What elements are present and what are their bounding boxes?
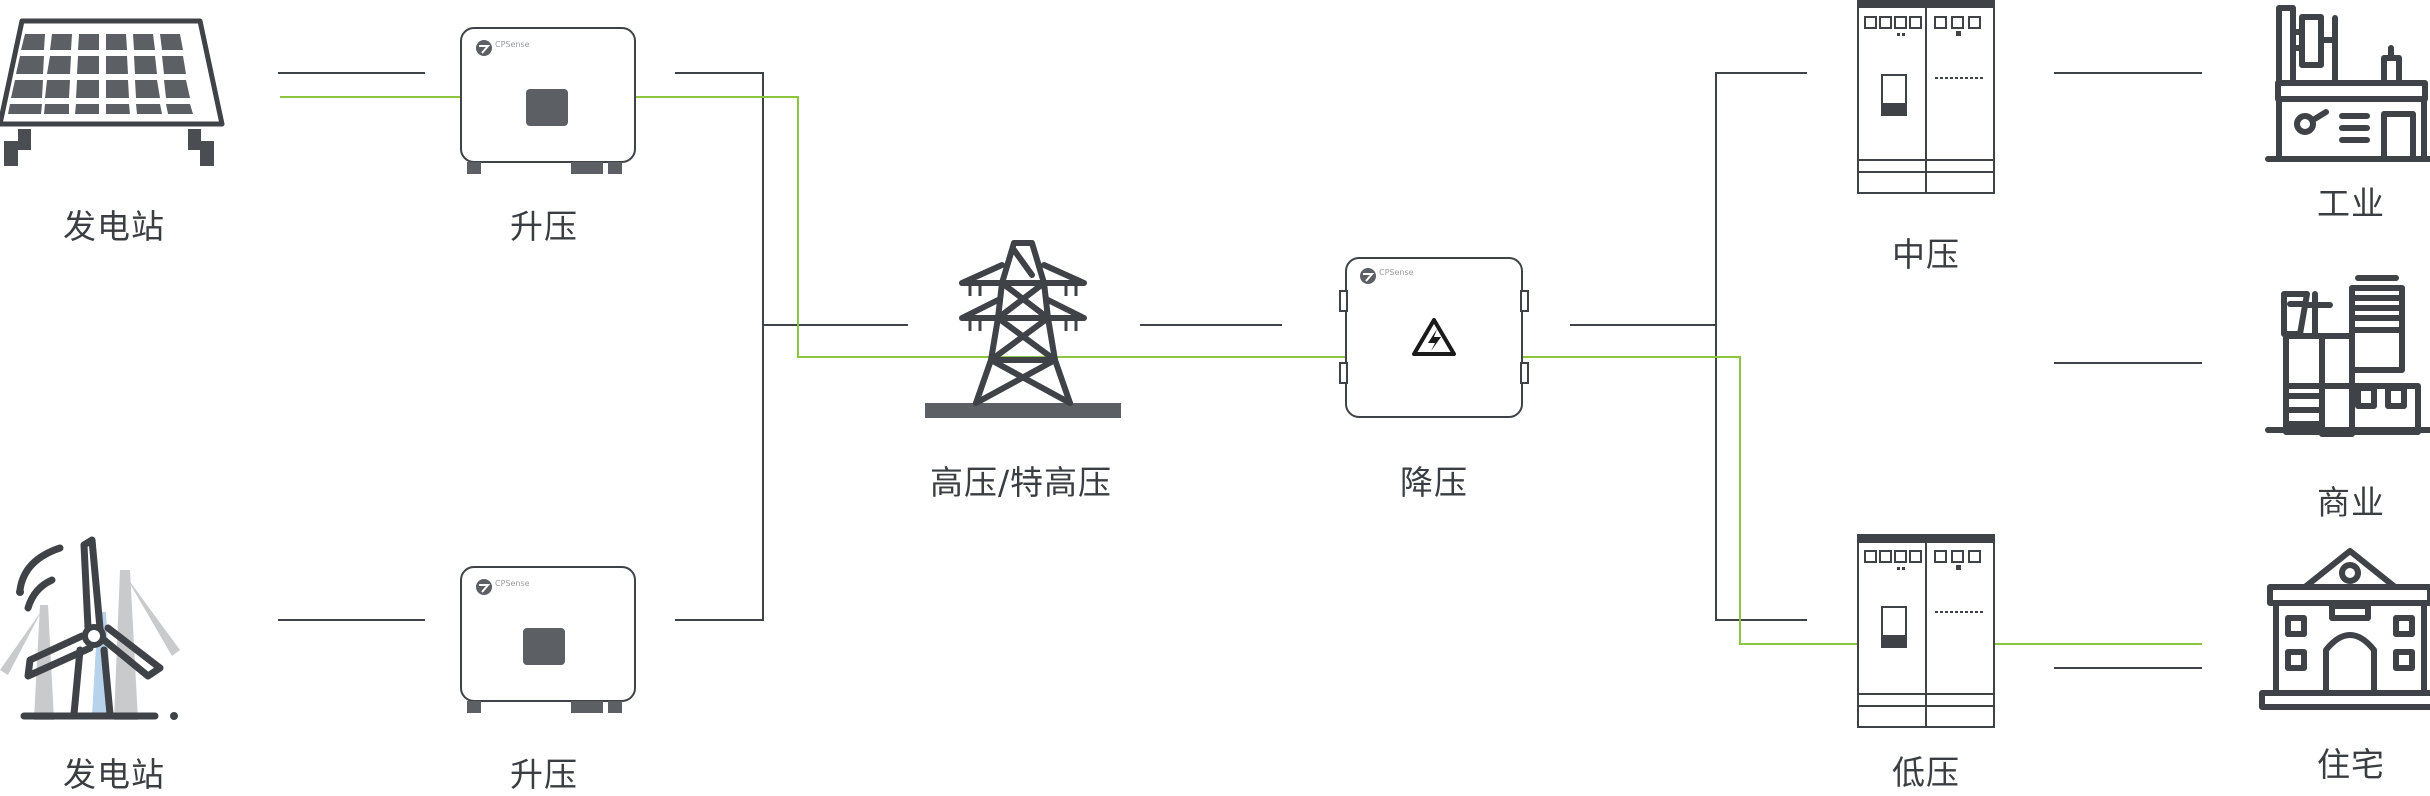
low-voltage-label: 低压: [1892, 753, 1960, 792]
boost-top-label: 升压: [510, 207, 578, 246]
connector-lines: [278, 72, 2202, 669]
medium-voltage-label: 中压: [1892, 235, 1960, 274]
step-down-label: 降压: [1400, 463, 1468, 502]
industrial-label: 工业: [2317, 184, 2385, 223]
switchgear-cabinet-medium: [1857, 0, 1995, 194]
transformer-brand: CPSense: [1379, 268, 1414, 277]
transmission-tower-icon: [925, 240, 1121, 418]
commercial-label: 商业: [2317, 483, 2385, 522]
energy-flow-line: [280, 96, 2202, 645]
residential-label: 住宅: [2317, 745, 2385, 784]
solar-station-label: 发电站: [63, 207, 165, 246]
inverter-top: [460, 27, 636, 174]
inverter-top-brand: CPSense: [495, 40, 530, 49]
wind-turbine-icon: [0, 536, 180, 720]
inverter-bottom-brand: CPSense: [495, 579, 530, 588]
commercial-building-icon: [2265, 275, 2430, 437]
solar-panel-icon: [0, 18, 225, 166]
transformer-box-icon: [1339, 257, 1529, 418]
wind-station-label: 发电站: [63, 755, 165, 794]
factory-icon: [2265, 5, 2430, 162]
switchgear-cabinet-low: [1857, 534, 1995, 728]
residential-house-icon: [2259, 548, 2430, 710]
transmission-label: 高压/特高压: [929, 463, 1113, 502]
boost-bottom-label: 升压: [510, 755, 578, 794]
inverter-bottom: [460, 566, 636, 713]
